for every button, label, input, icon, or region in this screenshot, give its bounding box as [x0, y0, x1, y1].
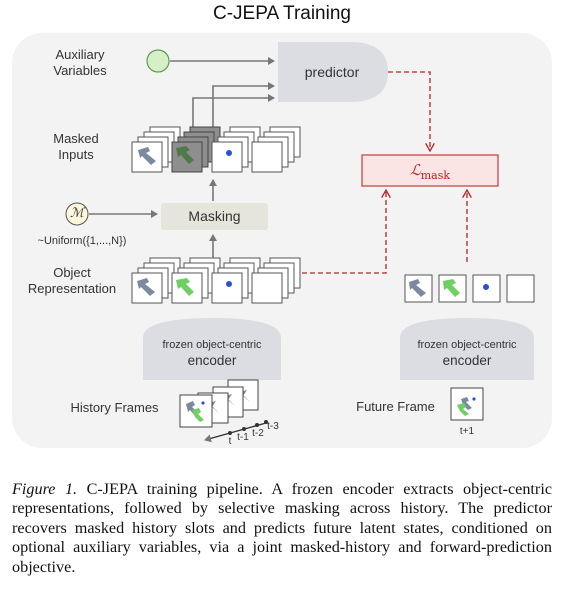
future-slot-3: [472, 274, 501, 303]
loss-subscript: mask: [420, 169, 451, 182]
future-representation-slots: [404, 274, 535, 303]
predictor-label: predictor: [304, 64, 360, 80]
encoder-right-line1: frozen object-centric: [417, 339, 517, 351]
object-slot-1-shape: [137, 278, 155, 296]
figure-caption-label: Figure 1.: [12, 480, 78, 498]
future-frame: [450, 387, 484, 421]
object-slot-4: [251, 272, 283, 304]
masking-label: Masking: [188, 208, 241, 224]
diagram-title: C-JEPA Training: [213, 3, 351, 24]
masked-slot-3: [211, 141, 243, 173]
object-representation-label: Object Representation: [27, 265, 117, 296]
time-label-t1: t-1: [237, 432, 249, 443]
object-slot-3: [211, 272, 243, 304]
history-frames-label: History Frames: [70, 400, 159, 415]
mask-sampling-symbol: ℳ: [70, 206, 84, 221]
loss-box: [361, 154, 499, 187]
masking-block: [161, 203, 268, 230]
figure-caption-text: C-JEPA training pipeline. A frozen encod…: [12, 480, 552, 576]
masked-inputs-label: Masked Inputs: [53, 131, 99, 162]
masked-inputs-stack: [131, 126, 301, 173]
encoder-right-line2: encoder: [442, 353, 492, 368]
loss-label: ℒmask: [362, 161, 498, 185]
history-frames: [179, 379, 268, 443]
mask-sampling-label: ~Uniform({1,...,N}): [37, 235, 127, 247]
encoder-right-shape: [400, 318, 534, 380]
masked-slot-2-shape: [176, 146, 194, 164]
object-slot-2-shape: [176, 278, 194, 296]
future-frame-label: Future Frame: [356, 399, 435, 414]
masked-slot-3-dot: [226, 150, 232, 156]
figure-caption: Figure 1. C-JEPA training pipeline. A fr…: [12, 480, 552, 577]
predictor-to-loss-arrow: [388, 71, 430, 150]
time-label-future: t+1: [459, 426, 475, 437]
loss-symbol: ℒ: [409, 161, 421, 179]
masked-inputs-to-predictor-arrow-3: [212, 82, 275, 128]
future-slot-4: [506, 274, 535, 303]
auxiliary-variables-label: Auxiliary Variables: [53, 47, 107, 78]
encoder-left-line1: frozen object-centric: [162, 339, 262, 351]
masked-inputs-to-predictor-arrow-2: [192, 94, 275, 112]
encoder-left-line2: encoder: [187, 353, 237, 368]
masked-slot-1-shape: [138, 147, 156, 165]
predictor-block: [278, 42, 388, 102]
encoder-left-shape: [143, 318, 281, 380]
time-label-t2: t-2: [252, 428, 264, 439]
mask-sampling-node: [65, 202, 89, 226]
time-label-t: t: [228, 436, 232, 447]
auxiliary-variable-node: [146, 49, 170, 73]
object-representation-stack: [131, 257, 301, 304]
masked-slot-4: [251, 141, 283, 173]
object-slot-3-dot: [226, 281, 232, 287]
object-rep-to-loss-arrow: [302, 191, 386, 274]
time-label-t3: t-3: [267, 421, 279, 432]
